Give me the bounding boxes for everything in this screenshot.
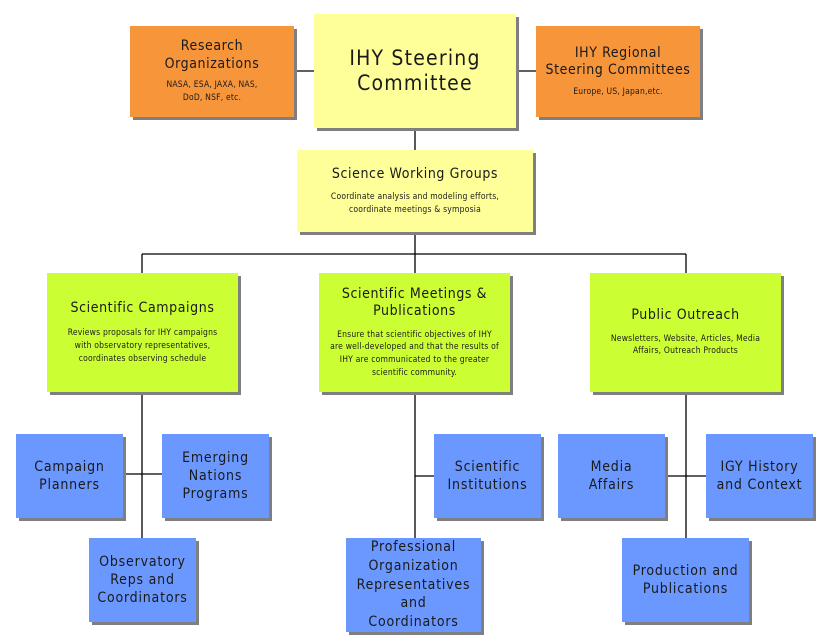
scientific-institutions-box: Scientific Institutions — [434, 434, 541, 518]
public-outreach-title: Public Outreach — [631, 307, 740, 323]
emerging-nations-programs-box: Emerging Nations Programs — [162, 434, 269, 518]
scientific-meetings-publications-title: Scientific Meetings & Publications — [341, 285, 488, 320]
research-organizations-box: Research Organizations NASA, ESA, JAXA, … — [130, 26, 294, 117]
research-organizations-title: Research Organizations — [164, 38, 260, 72]
production-publications-title: Production and Publications — [632, 562, 739, 597]
production-publications-box: Production and Publications — [622, 538, 749, 622]
professional-organization-title: Professional Organization Representative… — [356, 538, 471, 631]
scientific-institutions-title: Scientific Institutions — [447, 458, 528, 493]
research-organizations-desc: NASA, ESA, JAXA, NAS, DoD, NSF, etc. — [166, 80, 258, 103]
professional-organization-box: Professional Organization Representative… — [346, 538, 481, 632]
media-affairs-box: Media Affairs — [558, 434, 665, 518]
public-outreach-box: Public Outreach Newsletters, Website, Ar… — [590, 273, 781, 392]
ihy-steering-committee-box: IHY Steering Committee — [314, 14, 516, 128]
science-working-groups-desc: Coordinate analysis and modeling efforts… — [330, 192, 500, 215]
science-working-groups-title: Science Working Groups — [331, 165, 499, 182]
observatory-reps-box: Observatory Reps and Coordinators — [89, 538, 196, 622]
campaign-planners-title: Campaign Planners — [34, 458, 105, 493]
media-affairs-title: Media Affairs — [588, 458, 635, 493]
regional-steering-committees-box: IHY Regional Steering Committees Europe,… — [536, 26, 700, 117]
scientific-campaigns-box: Scientific Campaigns Reviews proposals f… — [47, 273, 238, 392]
igy-history-context-box: IGY History and Context — [706, 434, 813, 518]
science-working-groups-box: Science Working Groups Coordinate analys… — [297, 150, 533, 232]
scientific-campaigns-title: Scientific Campaigns — [70, 299, 215, 316]
public-outreach-desc: Newsletters, Website, Articles, Media Af… — [610, 333, 761, 357]
scientific-campaigns-desc: Reviews proposals for IHY campaigns with… — [67, 328, 218, 364]
scientific-meetings-publications-box: Scientific Meetings & Publications Ensur… — [319, 273, 510, 392]
emerging-nations-programs-title: Emerging Nations Programs — [182, 449, 249, 503]
regional-steering-committees-title: IHY Regional Steering Committees — [545, 44, 691, 79]
scientific-meetings-publications-desc: Ensure that scientific objectives of IHY… — [330, 329, 499, 378]
igy-history-context-title: IGY History and Context — [716, 458, 803, 493]
regional-steering-committees-desc: Europe, US, Japan,etc. — [573, 86, 663, 97]
ihy-steering-committee-title: IHY Steering Committee — [349, 45, 481, 95]
campaign-planners-box: Campaign Planners — [16, 434, 123, 518]
observatory-reps-title: Observatory Reps and Coordinators — [97, 553, 188, 607]
